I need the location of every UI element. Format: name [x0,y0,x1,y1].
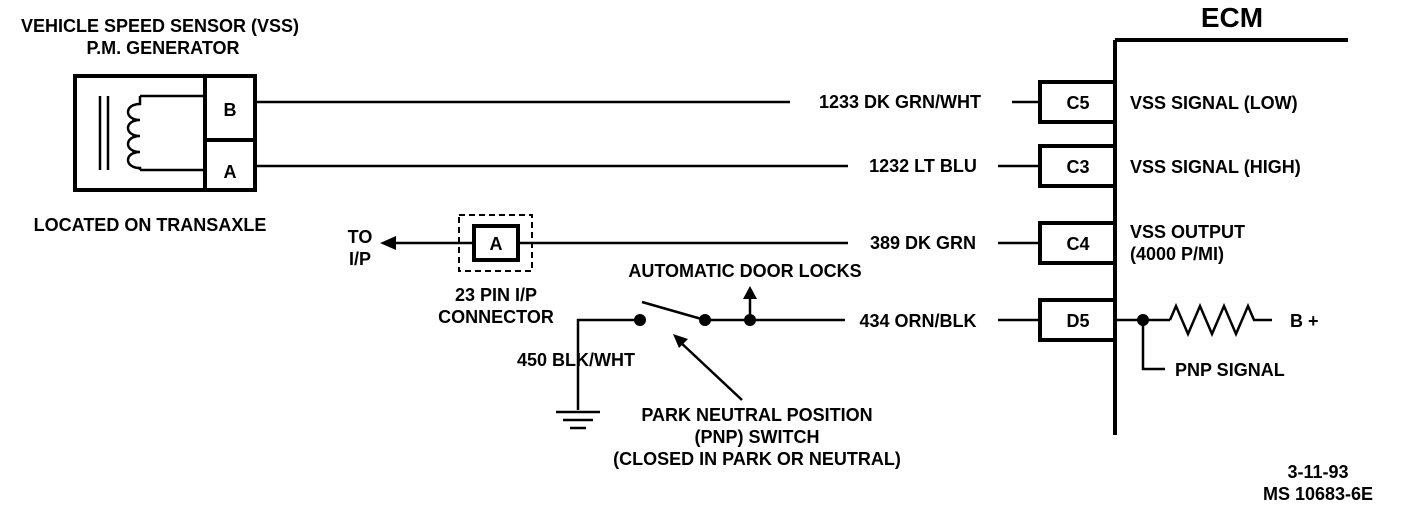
ecm-pin-c4 [1038,221,1117,265]
footer-date: 3-11-93 [1287,462,1348,482]
wire-434-label: 434 ORN/BLK [859,311,976,331]
ecm-pin-c5-function: VSS SIGNAL (LOW) [1130,93,1298,113]
wire-450-label: 450 BLK/WHT [517,350,635,370]
pnp-signal-label: PNP SIGNAL [1175,360,1285,380]
coil-icon [126,96,142,170]
ecm-pin-c3-function: VSS SIGNAL (HIGH) [1130,157,1301,177]
pnp-switch-line2: (PNP) SWITCH [695,427,820,447]
sensor-title-line1: VEHICLE SPEED SENSOR (VSS) [21,16,299,36]
ip-connector-pin: A [490,234,503,254]
sensor-title-line2: P.M. GENERATOR [86,38,239,58]
ecm-pin-c3 [1038,144,1117,188]
vss-sensor-body [73,74,257,192]
bplus-label: B + [1290,311,1319,331]
ecm-pin-d5-label: D5 [1066,311,1089,331]
switch-contact-left [634,314,646,326]
arrow-up-icon [743,286,757,299]
sensor-location: LOCATED ON TRANSAXLE [34,215,267,235]
resistor-icon [1168,302,1272,338]
to-ip-line2: I/P [349,249,371,269]
ecm-pin-c4-function-line1: VSS OUTPUT [1130,222,1245,242]
wire-450 [576,318,640,410]
wire-389-label: 389 DK GRN [870,233,976,253]
arrow-leader-icon [673,334,688,348]
ip-connector-line2: CONNECTOR [438,307,554,327]
ecm-pin-c5-label: C5 [1066,93,1089,113]
pnp-switch-line3: (CLOSED IN PARK OR NEUTRAL) [613,449,901,469]
wire-1232-label: 1232 LT BLU [869,156,977,176]
door-locks-label: AUTOMATIC DOOR LOCKS [628,261,861,281]
to-ip-line1: TO [348,227,373,247]
ecm-pin-c3-label: C3 [1066,157,1089,177]
pnp-switch-line1: PARK NEUTRAL POSITION [641,405,872,425]
arrow-left-icon [380,236,396,250]
sensor-pin-a: A [224,162,237,182]
sensor-pin-b: B [224,100,237,120]
ip-connector-line1: 23 PIN I/P [455,285,537,305]
switch-blade [641,300,706,322]
wire-1233-label: 1233 DK GRN/WHT [819,92,981,112]
ecm-title: ECM [1201,2,1263,33]
ecm-pin-c4-function-line2: (4000 P/MI) [1130,244,1224,264]
ip-connector-pin-box [472,224,520,262]
ecm-pin-c5 [1038,80,1117,124]
footer-code: MS 10683-6E [1263,484,1373,504]
ground-icon [556,410,600,430]
ecm-pin-c4-label: C4 [1066,234,1089,254]
